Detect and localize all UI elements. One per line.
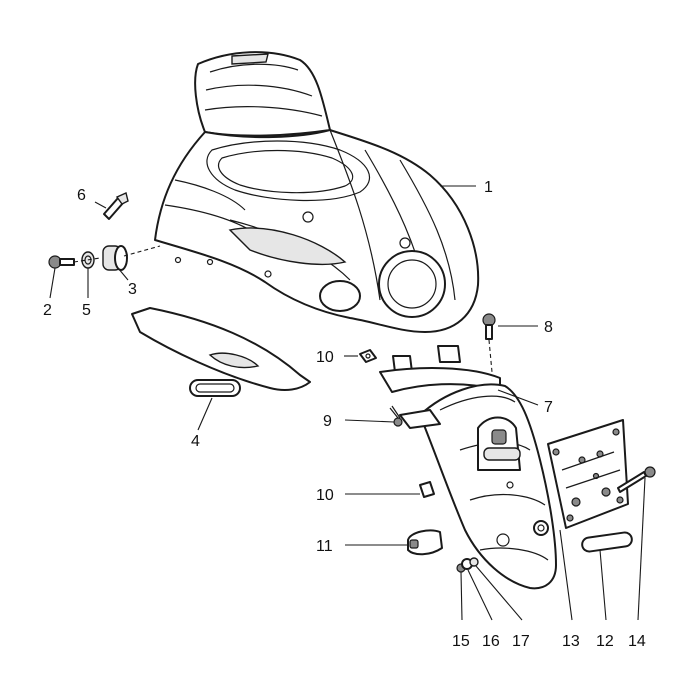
callout-9: 9 <box>323 413 332 430</box>
callout-1: 1 <box>484 179 493 196</box>
callout-13: 13 <box>562 633 580 650</box>
plate-bracket-part-13 <box>547 419 629 529</box>
screw-part-2 <box>48 255 75 269</box>
leader-lines <box>49 185 646 621</box>
callout-17: 17 <box>512 633 530 650</box>
screw-part-8 <box>482 313 496 340</box>
reflector-part-11 <box>407 529 443 556</box>
grommet-part-3 <box>102 245 128 271</box>
callout-14: 14 <box>628 633 646 650</box>
callout-3: 3 <box>128 281 137 298</box>
pin-part-6 <box>103 192 129 220</box>
badge-part-4 <box>189 379 241 397</box>
callout-labels: 1 2 3 4 5 6 7 8 9 10 10 11 12 13 14 15 1… <box>43 179 646 650</box>
callout-12: 12 <box>596 633 614 650</box>
clip-nut-part-10-upper <box>359 349 377 363</box>
lens-part-12 <box>581 531 633 553</box>
mudguard-part-7 <box>379 345 557 590</box>
callout-11: 11 <box>316 538 333 555</box>
fasteners-parts-15-16-17 <box>456 557 479 573</box>
callout-2: 2 <box>43 302 52 319</box>
callout-16: 16 <box>482 633 500 650</box>
callout-6: 6 <box>77 187 86 204</box>
callout-7: 7 <box>544 399 553 416</box>
callout-10-upper: 10 <box>316 349 334 366</box>
callout-8: 8 <box>544 319 553 336</box>
callout-4: 4 <box>191 433 200 450</box>
callout-10-lower: 10 <box>316 487 334 504</box>
clip-nut-part-10-lower <box>419 481 435 498</box>
screw-part-14 <box>617 466 656 493</box>
trim-panel-part-4-top <box>131 307 311 391</box>
front-shield-part-1 <box>154 51 480 333</box>
callout-5: 5 <box>82 302 91 319</box>
callout-15: 15 <box>452 633 470 650</box>
